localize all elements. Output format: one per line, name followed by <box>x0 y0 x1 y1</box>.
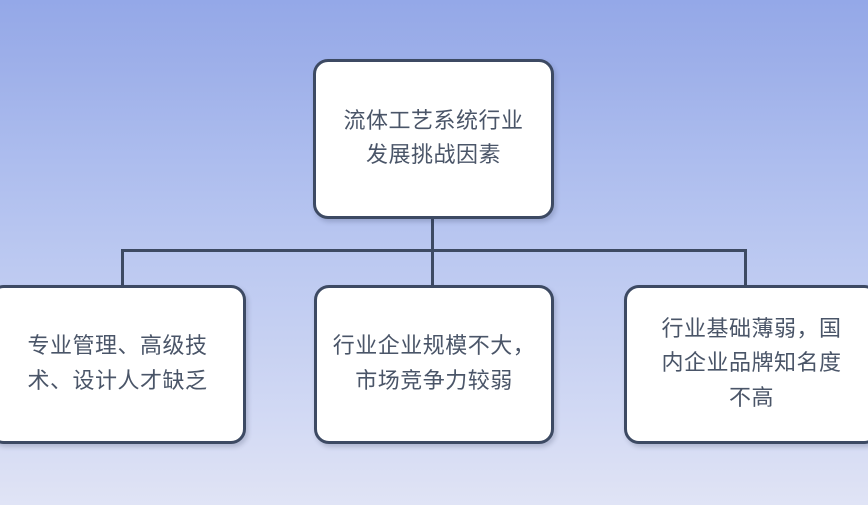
connector-root-stem <box>431 216 434 252</box>
node-root-label: 流体工艺系统行业 发展挑战因素 <box>343 108 524 168</box>
connector-branch-right <box>744 249 747 287</box>
node-child-1[interactable]: 专业管理、高级技 术、设计人才缺乏 <box>0 285 246 444</box>
node-child-3-label: 行业基础薄弱，国 内企业品牌知名度 不高 <box>661 317 842 411</box>
node-child-2[interactable]: 行业企业规模不大， 市场竞争力较弱 <box>314 285 554 444</box>
node-root[interactable]: 流体工艺系统行业 发展挑战因素 <box>313 59 554 219</box>
connector-horizontal-bar <box>121 249 747 252</box>
node-child-3[interactable]: 行业基础薄弱，国 内企业品牌知名度 不高 <box>624 285 868 444</box>
node-child-2-label: 行业企业规模不大， 市场竞争力较弱 <box>332 334 536 394</box>
connector-branch-middle <box>431 249 434 287</box>
node-child-1-label: 专业管理、高级技 术、设计人才缺乏 <box>27 334 208 394</box>
connector-branch-left <box>121 249 124 287</box>
